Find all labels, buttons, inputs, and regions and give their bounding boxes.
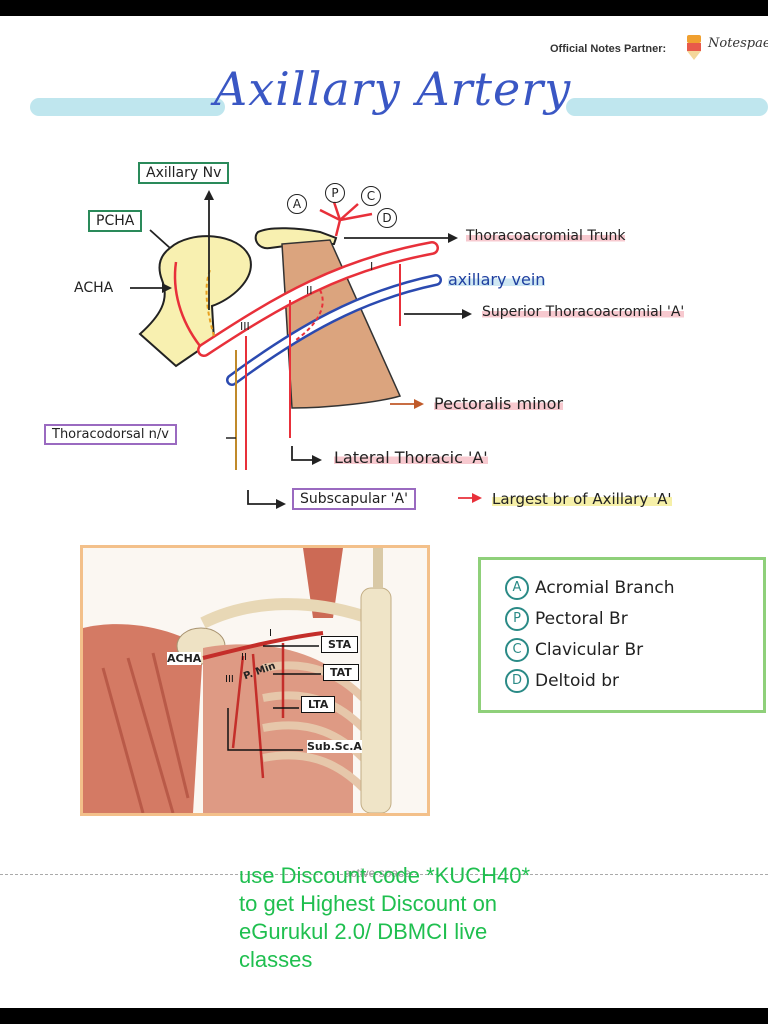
axillary-nerve-label: Axillary Nv	[138, 162, 230, 184]
diagram-drawing	[130, 190, 482, 509]
anatomy-drawing	[83, 548, 427, 813]
photo-part-1: I	[269, 628, 272, 639]
bottom-bar	[0, 1008, 768, 1024]
thoracodorsal-label: Thoracodorsal n/v	[44, 424, 177, 445]
active-space-label: active space	[344, 866, 411, 880]
photo-part-2: II	[241, 652, 247, 663]
partner-label: Official Notes Partner:	[550, 43, 667, 55]
brand-name: Notespaedia	[708, 36, 768, 51]
humerus-head	[138, 235, 252, 368]
branch-circle-a: A	[287, 194, 307, 214]
legend-item-acromial: A Acromial Branch	[505, 576, 675, 600]
legend-text-clavicular: Clavicular Br	[535, 640, 644, 660]
thoracoacromial-branches	[319, 201, 373, 237]
branch-circle-p: P	[325, 183, 345, 203]
legend-item-pectoral: P Pectoral Br	[505, 607, 628, 631]
photo-acha-label: ACHA	[167, 652, 202, 665]
legend-circle-c: C	[505, 638, 529, 662]
pectoralis-minor-label: Pectoralis minor	[434, 394, 564, 413]
part-label-1: I	[370, 260, 374, 273]
superior-thoracoacromial-label: Superior Thoracoacromial 'A'	[482, 304, 685, 320]
title-band-left	[30, 98, 225, 116]
legend-item-clavicular: C Clavicular Br	[505, 638, 643, 662]
legend-item-deltoid: D Deltoid br	[505, 669, 619, 693]
pcha-label: PCHA	[88, 210, 143, 232]
photo-part-3: III	[225, 674, 234, 685]
part-label-2: II	[306, 284, 313, 297]
photo-sta-label: STA	[321, 636, 359, 653]
legend-text-deltoid: Deltoid br	[535, 671, 620, 691]
legend-circle-d: D	[505, 669, 529, 693]
thoracoacromial-trunk-label: Thoracoacromial Trunk	[466, 228, 626, 244]
axillary-artery-diagram: A P C D Axillary Nv PCHA ACHA Thoracoacr…	[0, 140, 768, 540]
pencil-logo-icon	[687, 35, 701, 60]
axillary-vein-label: axillary vein	[448, 270, 546, 289]
subscapular-label: Subscapular 'A'	[292, 488, 416, 510]
legend-circle-a: A	[505, 576, 529, 600]
lateral-thoracic-label: Lateral Thoracic 'A'	[334, 448, 488, 467]
legend-text-acromial: Acromial Branch	[535, 578, 675, 598]
photo-lta-label: LTA	[301, 696, 336, 713]
page-title: Axillary Artery	[214, 62, 572, 116]
branch-circle-c: C	[361, 186, 381, 206]
legend-text-pectoral: Pectoral Br	[535, 609, 628, 629]
branch-circle-d: D	[377, 208, 397, 228]
top-bar	[0, 0, 768, 16]
pcha-branch	[173, 261, 201, 347]
photo-tat-label: TAT	[323, 664, 359, 681]
branch-legend: A Acromial Branch P Pectoral Br C Clavicula…	[478, 557, 766, 713]
legend-circle-p: P	[505, 607, 529, 631]
title-band-right	[566, 98, 768, 116]
acha-label: ACHA	[74, 280, 114, 296]
largest-branch-label: Largest br of Axillary 'A'	[492, 490, 672, 508]
anatomy-illustration: ACHA I II III P. Min STA TAT LTA Sub.Sc.…	[80, 545, 430, 816]
part-label-3: III	[240, 320, 250, 333]
acha-branch	[205, 269, 215, 337]
photo-subscapular-label: Sub.Sc.A	[307, 740, 362, 753]
page-divider	[0, 874, 768, 875]
promo-text: use Discount code *KUCH40* to get Highes…	[239, 863, 531, 972]
